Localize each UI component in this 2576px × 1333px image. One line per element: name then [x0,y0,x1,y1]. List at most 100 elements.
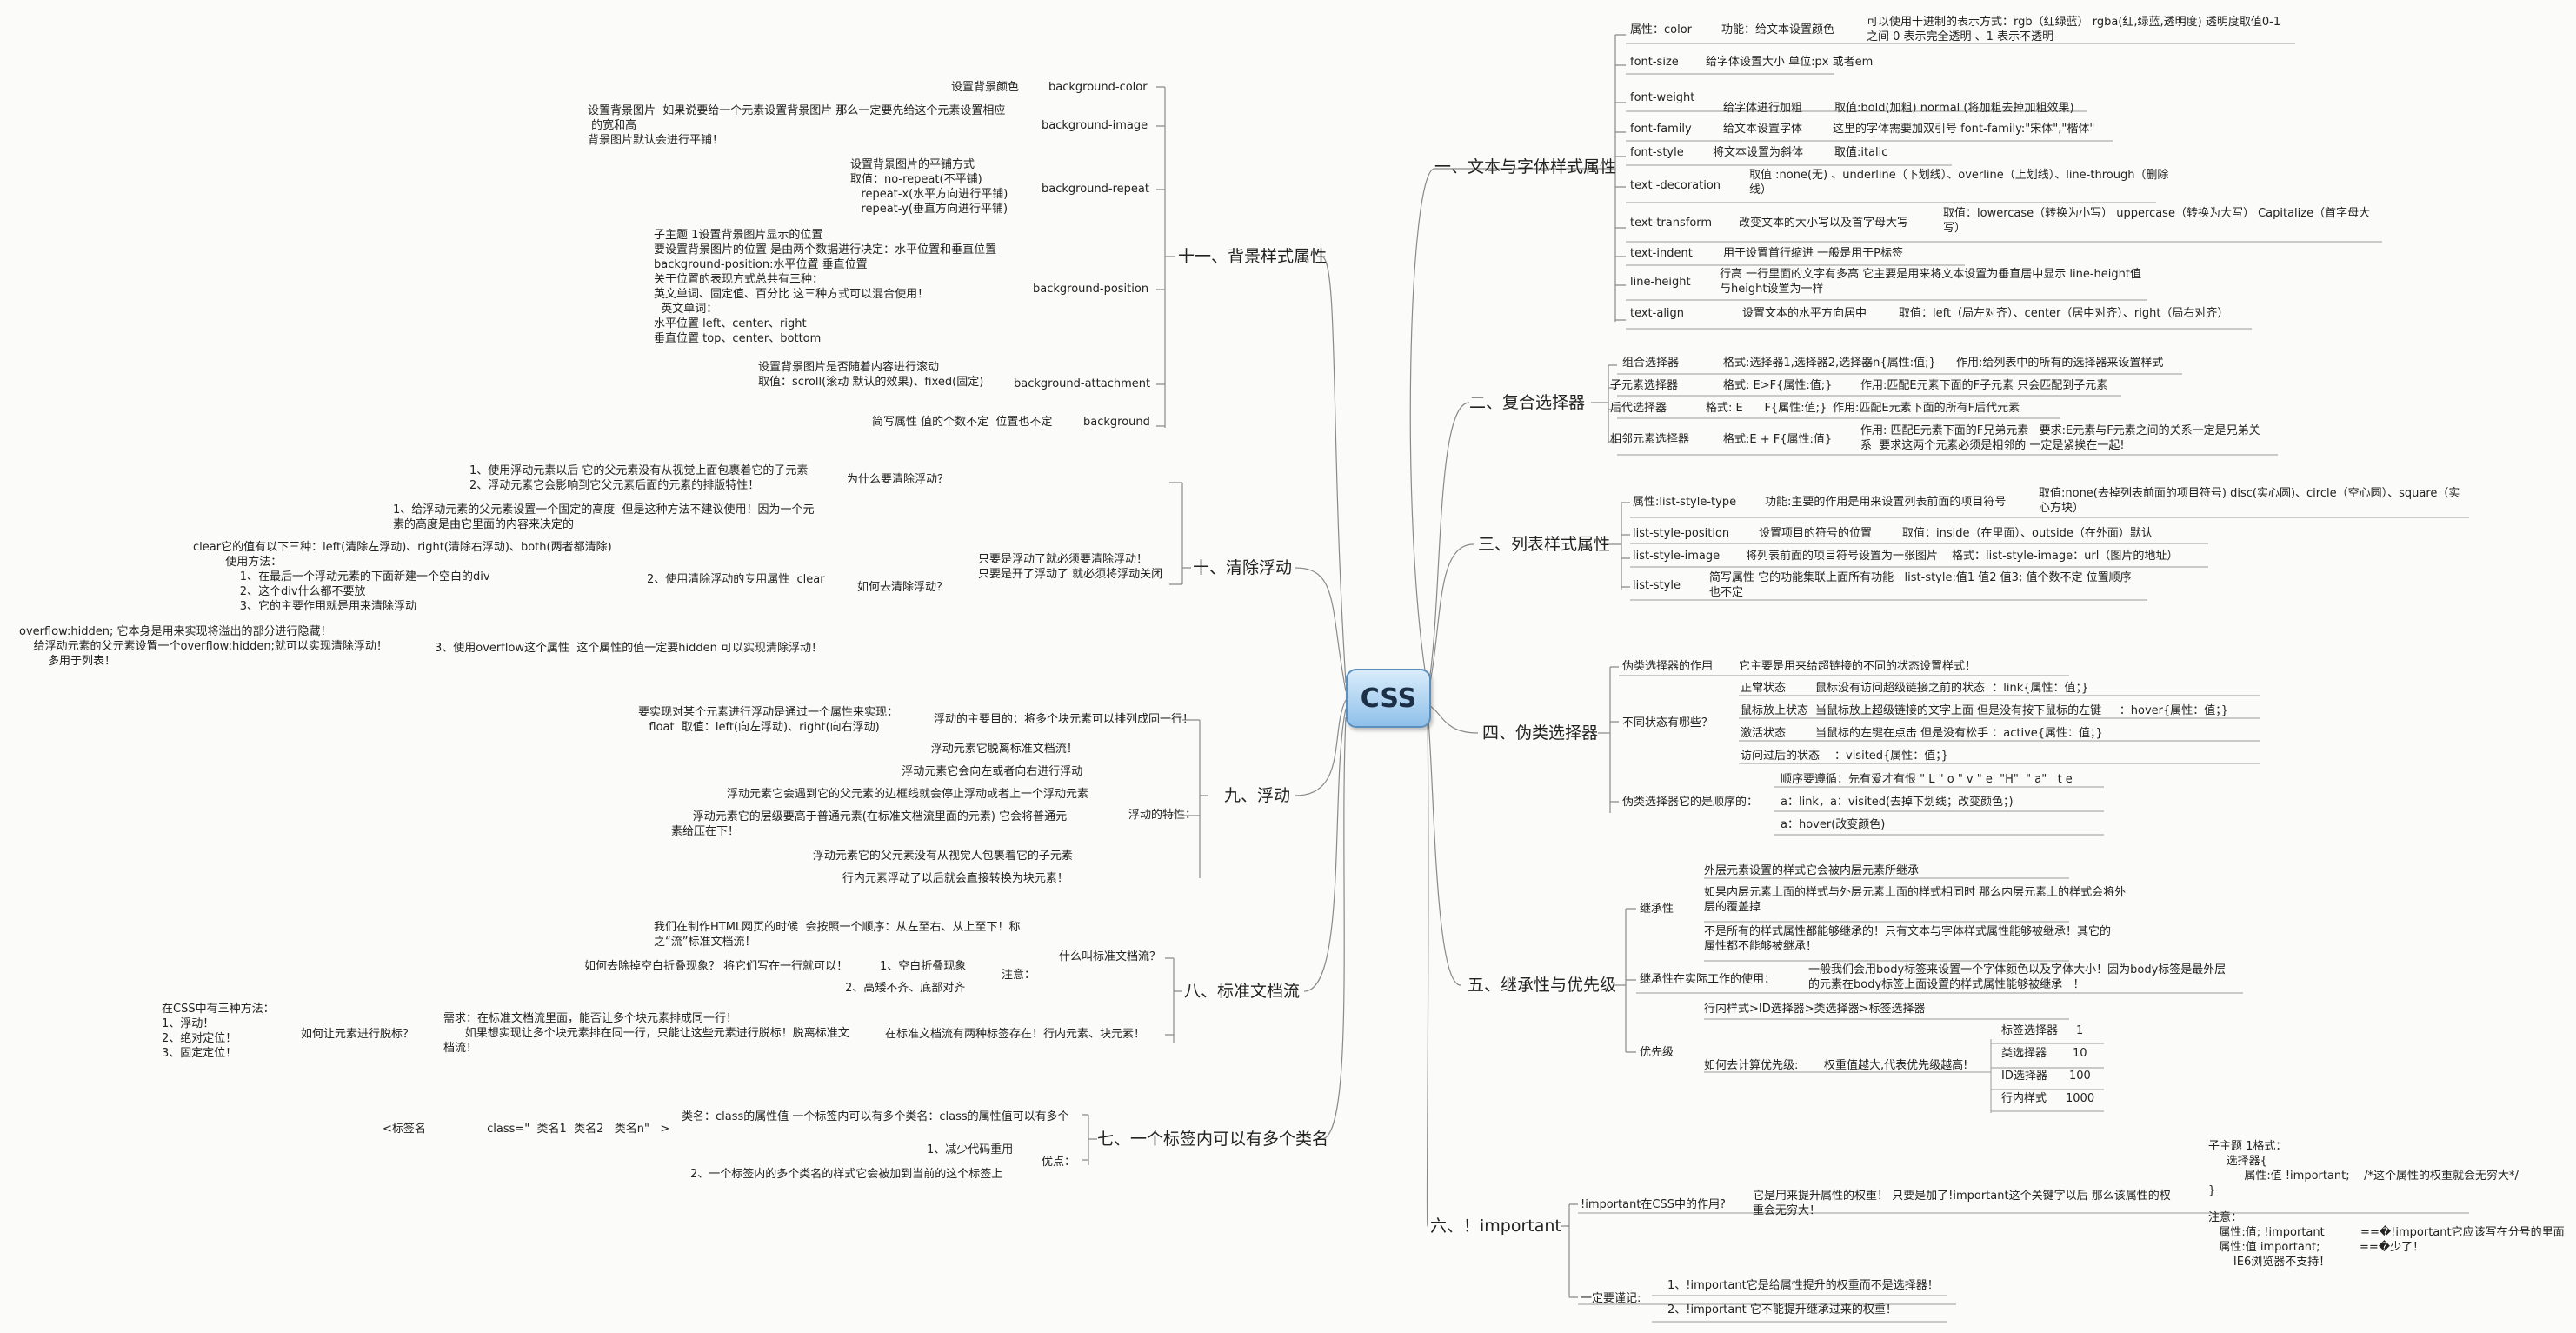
node-font-family[interactable]: font-family [1630,123,1692,136]
node-group-effect[interactable]: 作用:给列表中的所有的选择器来设置样式 [1956,357,2164,370]
node-inheritance-usage[interactable]: 继承性在实际工作的使用： [1640,973,1776,986]
node-priority-calc[interactable]: 如何去计算优先级: [1704,1059,1799,1072]
node-float-feature-6[interactable]: 行内元素浮动了以后就会直接转换为块元素！ [817,872,1068,885]
branch-compound-selector[interactable]: 二、复合选择器 [1469,393,1586,412]
node-clear-overflow[interactable]: overflow:hidden; 它本身是用来实现将溢出的部分进行隐藏！ 给浮动… [19,625,388,668]
node-list-style-type-values[interactable]: 取值:none(去掉列表前面的项目符号) disc(实心圆)、circle（空心… [2039,487,2460,515]
node-class-advantage-2[interactable]: 2、一个标签内的多个类名的样式它会被加到当前的这个标签上 [690,1168,1003,1181]
node-float-feature-2[interactable]: 浮动元素它会向左或者向右进行浮动 [869,765,1083,778]
node-font-style-values[interactable]: 取值:italic [1834,146,1888,159]
node-text-align[interactable]: text-align [1630,307,1685,320]
node-important-remember-1[interactable]: 1、!important它是给属性提升的权重而不是选择器！ [1667,1279,1939,1292]
node-important-format[interactable]: 子主题 1格式： 选择器{ 属性:值 !important; /*这个属性的权重… [2208,1140,2519,1197]
node-clear-how[interactable]: 如何去清除浮动？ [857,581,949,594]
node-important-remember[interactable]: 一定要谨记: [1581,1292,1641,1305]
node-flow-question[interactable]: 什么叫标准文档流？ [1059,950,1162,963]
node-clear-method-1[interactable]: 1、给浮动元素的父元素设置一个固定的高度 但是这种方法不建议使用！因为一个元 素… [393,503,815,531]
node-text-transform-desc[interactable]: 改变文本的大小写以及首字母大写 [1739,217,1909,230]
node-state-hover[interactable]: 鼠标放上状态 [1741,704,1809,717]
node-state-active-desc[interactable]: 当鼠标的左键在点击 但是没有松手 ：active{属性：值；} [1815,727,2103,740]
node-child-selector[interactable]: 子元素选择器 [1610,379,1679,392]
node-flow-align[interactable]: 2、高矮不齐、底部对齐 [845,982,966,995]
node-float-feature-4[interactable]: 浮动元素它的层级要高于普通元素(在标准文档流里面的元素) 它会将普通元 素给压在… [671,810,1068,838]
node-important-notes[interactable]: 注意： 属性:值; !important ==�!important它应该写在分… [2208,1211,2565,1269]
branch-document-flow[interactable]: 八、标准文档流 [1184,982,1301,1001]
node-inheritance[interactable]: 继承性 [1640,903,1674,916]
node-font-size[interactable]: font-size [1630,56,1679,69]
node-bg-position-desc[interactable]: 子主题 1设置背景图片显示的位置 要设置背景图片的位置 是由两个数据进行决定：水… [654,229,997,345]
node-class-advantage-1[interactable]: 1、减少代码重用 [927,1143,1014,1156]
node-font-weight[interactable]: font-weight [1630,91,1695,104]
node-clear-method-3[interactable]: 3、使用overflow这个属性 这个属性的值一定要hidden 可以实现清除浮… [435,642,823,655]
node-bg-shorthand-desc[interactable]: 简写属性 值的个数不定 位置也不定 [872,416,1053,429]
node-priority-order[interactable]: 行内样式>ID选择器>类选择器>标签选择器 [1704,1003,1926,1016]
branch-clear-float[interactable]: 十、清除浮动 [1193,558,1293,577]
node-text-transform[interactable]: text-transform [1630,217,1713,230]
node-clear-why[interactable]: 为什么要清除浮动？ [847,473,949,486]
node-flow-requirement[interactable]: 需求：在标准文档流里面，能否让多个块元素排成同一行！ 如果想实现让多个块元素排在… [443,1012,849,1055]
node-float-feature-3[interactable]: 浮动元素它会遇到它的父元素的边框线就会停止浮动或者上一个浮动元素 [727,788,1089,801]
node-bg-color[interactable]: background-color [1048,81,1148,94]
node-class-desc[interactable]: 类名：class的属性值 一个标签内可以有多个类名：class的属性值可以有多个 [682,1110,1069,1123]
node-inheritance-rule[interactable]: 外层元素设置的样式它会被内层元素所继承 [1704,864,1920,877]
node-list-style[interactable]: list-style [1633,579,1681,592]
node-list-style-image-desc[interactable]: 将列表前面的项目符号设置为一张图片 [1746,550,1939,563]
node-clear-method-2[interactable]: 2、使用清除浮动的专用属性 clear [647,573,825,586]
node-pseudo-order-hover[interactable]: a：hover(改变颜色) [1781,818,1886,831]
node-pseudo-order[interactable]: 伪类选择器它的是顺序的： [1622,796,1759,809]
node-group-format[interactable]: 格式:选择器1,选择器2,选择器n{属性:值;} [1723,357,1936,370]
node-priority[interactable]: 优先级 [1640,1046,1674,1059]
node-bg-attachment[interactable]: background-attachment [1014,377,1151,390]
node-adjacent-effect[interactable]: 作用: 匹配E元素下面的F兄弟元素 要求:E元素与F元素之间的关系一定是兄弟关 … [1860,424,2260,452]
node-flow-detach[interactable]: 如何让元素进行脱标？ [301,1028,415,1041]
node-inheritance-override[interactable]: 如果内层元素上面的样式与外层元素上面的样式相同时 那么内层元素上的样式会将外 层… [1704,886,2127,914]
node-bg-color-desc[interactable]: 设置背景颜色 [951,81,1020,94]
branch-background[interactable]: 十一、背景样式属性 [1178,247,1328,266]
node-float-feature-1[interactable]: 浮动元素它脱离标准文档流！ [909,743,1078,756]
node-descendant-format[interactable]: 格式: E F{属性:值;} [1706,402,1827,415]
node-bg-image[interactable]: background-image [1042,119,1148,132]
node-states[interactable]: 不同状态有哪些？ [1622,716,1714,730]
node-adjacent-selector[interactable]: 相邻元素选择器 [1610,433,1690,446]
node-descendant-selector[interactable]: 后代选择器 [1610,402,1667,415]
branch-text-style[interactable]: 一、文本与字体样式属性 [1434,157,1617,177]
node-state-normal-desc[interactable]: 鼠标没有访问超级链接之前的状态 ：link{属性：值；} [1815,682,2089,695]
node-font-size-desc[interactable]: 给字体设置大小 单位:px 或者em [1706,56,1874,69]
node-important-role-desc[interactable]: 它是用来提升属性的权重！ 只要是加了!important这个关键字以后 那么该属… [1753,1190,2171,1217]
node-font-family-note[interactable]: 这里的字体需要加双引号 font-family:"宋体","楷体" [1833,123,2095,136]
node-list-style-type-func[interactable]: 功能:主要的作用是用来设置列表前面的项目符号 [1765,496,2007,509]
node-child-effect[interactable]: 作用:匹配E元素下面的F子元素 只会匹配到子元素 [1860,379,2108,392]
node-line-height-desc[interactable]: 行高 一行里面的文字有多高 它主要是用来将文本设置为垂直居中显示 line-he… [1720,268,2141,296]
node-color-func[interactable]: 功能：给文本设置颜色 [1721,23,1835,37]
node-inheritance-limit[interactable]: 不是所有的样式属性都能够继承的！只有文本与字体样式属性能够被继承！其它的 属性都… [1704,925,2112,953]
node-list-style-position-desc[interactable]: 设置项目的符号的位置 [1759,527,1873,540]
branch-pseudo-class[interactable]: 四、伪类选择器 [1482,723,1599,743]
node-pseudo-order-link[interactable]: a：link，a：visited(去掉下划线；改变颜色；) [1781,796,2014,809]
node-float-impl[interactable]: 要实现对某个元素进行浮动是通过一个属性来实现： float 取值：left(向左… [638,706,899,734]
root-node-css[interactable]: CSS [1346,669,1431,728]
node-class-syntax[interactable]: <标签名 class=" 类名1 类名2 类名n" > [383,1123,670,1136]
node-list-style-position-values[interactable]: 取值：inside（在里面）、outside（在外面）默认 [1902,527,2153,540]
node-color-desc[interactable]: 可以使用十进制的表示方式：rgb（红绿蓝） rgba(红,绿蓝,透明度) 透明度… [1867,16,2281,43]
node-important-remember-2[interactable]: 2、!important 它不能提升继承过来的权重！ [1667,1303,1897,1316]
node-text-align-values[interactable]: 取值：left（局左对齐）、center（居中对齐）、right（局右对齐） [1899,307,2229,320]
node-state-visited-desc[interactable]: ：visited{属性：值；} [1834,750,1949,763]
node-state-active[interactable]: 激活状态 [1741,727,1787,740]
node-pseudo-purpose-desc[interactable]: 它主要是用来给超链接的不同的状态设置样式！ [1739,660,1977,673]
node-text-indent-desc[interactable]: 用于设置首行缩进 一般是用于P标签 [1723,247,1903,260]
node-flow-whitespace[interactable]: 1、空白折叠现象 [880,960,967,973]
node-clear-why-desc[interactable]: 1、使用浮动元素以后 它的父元素没有从视觉上面包裹着它的子元素 2、浮动元素它会… [469,464,809,492]
node-list-style-image-format[interactable]: 格式：list-style-image：url（图片的地址） [1952,550,2179,563]
node-color[interactable]: 属性：color [1630,23,1693,37]
node-child-format[interactable]: 格式: E>F{属性:值;} [1723,379,1833,392]
node-clear-values[interactable]: clear它的值有以下三种：left(清除左浮动)、right(清除右浮动)、b… [193,541,612,613]
node-font-weight-values[interactable]: 取值:bold(加粗) normal (将加粗去掉加粗效果) [1834,102,2074,115]
node-text-transform-values[interactable]: 取值：lowercase（转换为小写） uppercase（转换为大写） Cap… [1943,207,2371,235]
node-state-normal[interactable]: 正常状态 [1741,682,1787,695]
node-pseudo-purpose[interactable]: 伪类选择器的作用 [1622,660,1714,673]
node-inheritance-usage-desc[interactable]: 一般我们会用body标签来设置一个字体颜色以及字体大小！因为body标签是最外层… [1808,963,2227,991]
node-list-style-desc[interactable]: 简写属性 它的功能集联上面所有功能 list-style:值1 值2 值3; 值… [1709,571,2132,599]
node-font-family-desc[interactable]: 给文本设置字体 [1723,123,1803,136]
node-bg-position[interactable]: background-position [1033,283,1149,296]
node-bg-attachment-desc[interactable]: 设置背景图片是否随着内容进行滚动 取值：scroll(滚动 默认的效果)、fix… [758,361,984,389]
